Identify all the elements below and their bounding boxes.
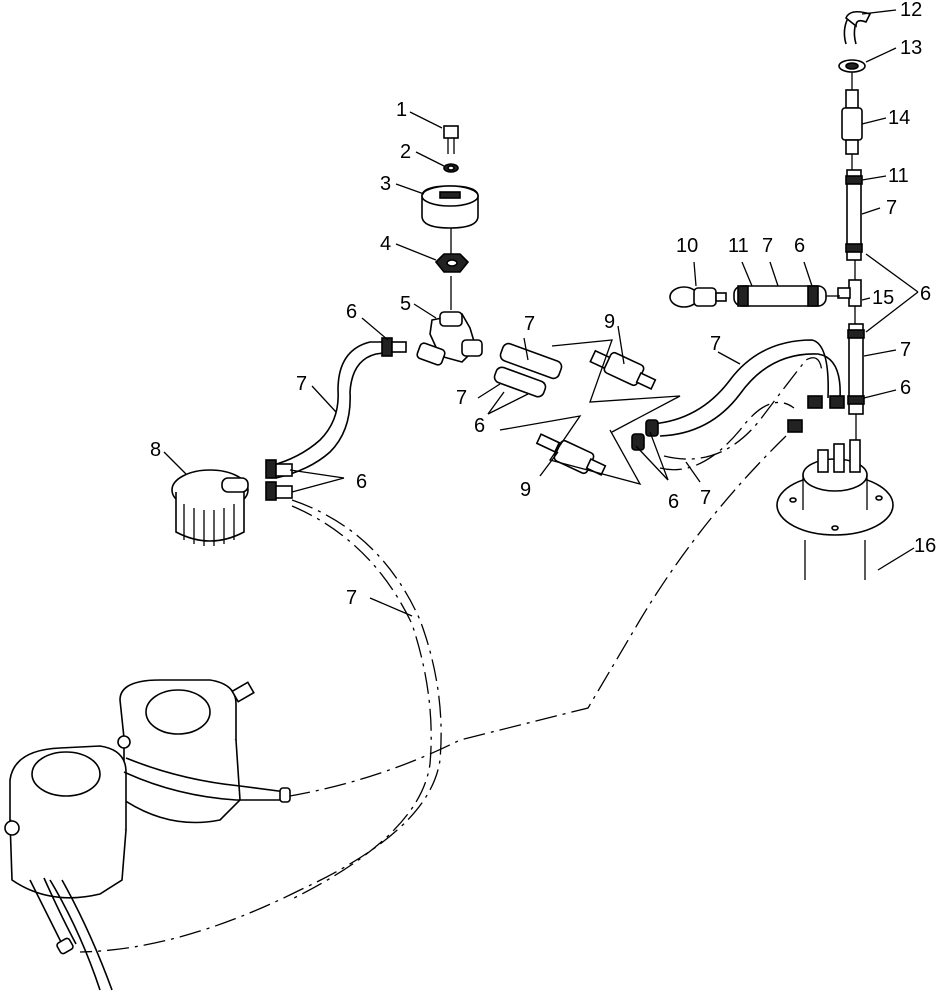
fuel-hoses [79, 337, 845, 953]
callout-8: 8 [150, 439, 161, 461]
vent-line-assembly [837, 10, 872, 440]
callout-1: 1 [396, 99, 407, 121]
callout-7-short-hose: 7 [456, 387, 467, 409]
callout-6-filter: 6 [356, 471, 367, 493]
callout-6-valve: 6 [346, 301, 357, 323]
callout-7-pump-hose: 7 [710, 333, 721, 355]
callout-2: 2 [400, 141, 411, 163]
callout-6-pump: 6 [668, 491, 679, 513]
callout-13: 13 [900, 37, 922, 59]
callout-9-upper: 9 [604, 311, 615, 333]
callout-16: 16 [914, 535, 936, 557]
callout-7-filter-hose: 7 [296, 373, 307, 395]
callout-7-vent-lower: 7 [900, 339, 911, 361]
callout-11-vent: 11 [888, 165, 909, 187]
fuel-valve-assembly [416, 125, 483, 366]
callout-12: 12 [900, 0, 922, 21]
callout-6-branch: 6 [794, 235, 805, 257]
inline-fittings [499, 339, 681, 486]
fuel-sender-assembly [776, 439, 894, 580]
callout-7-return-hose: 7 [700, 487, 711, 509]
carburetor-assembly [4, 679, 291, 991]
callout-7-branch: 7 [762, 235, 773, 257]
callout-10: 10 [676, 235, 698, 257]
callout-14: 14 [888, 107, 910, 129]
vent-branch-assembly [669, 285, 840, 308]
callout-labels: 1 2 3 4 5 6 6 6 6 6 6 6 7 7 7 7 7 7 7 7 … [150, 0, 936, 609]
callout-3: 3 [380, 173, 391, 195]
callout-7-carb-hose: 7 [346, 587, 357, 609]
fuel-filter-assembly [171, 469, 249, 546]
callout-9-lower: 9 [520, 479, 531, 501]
callout-11-branch: 11 [728, 235, 749, 257]
callout-7-upper-hose: 7 [524, 313, 535, 335]
callout-6-vent-lower: 6 [900, 377, 911, 399]
callout-5: 5 [400, 293, 411, 315]
callout-6-fittings: 6 [474, 415, 485, 437]
callout-15: 15 [872, 287, 894, 309]
leader-lines [163, 9, 919, 617]
callout-7-vent: 7 [886, 197, 897, 219]
callout-6-vent: 6 [920, 283, 931, 305]
callout-4: 4 [380, 233, 391, 255]
